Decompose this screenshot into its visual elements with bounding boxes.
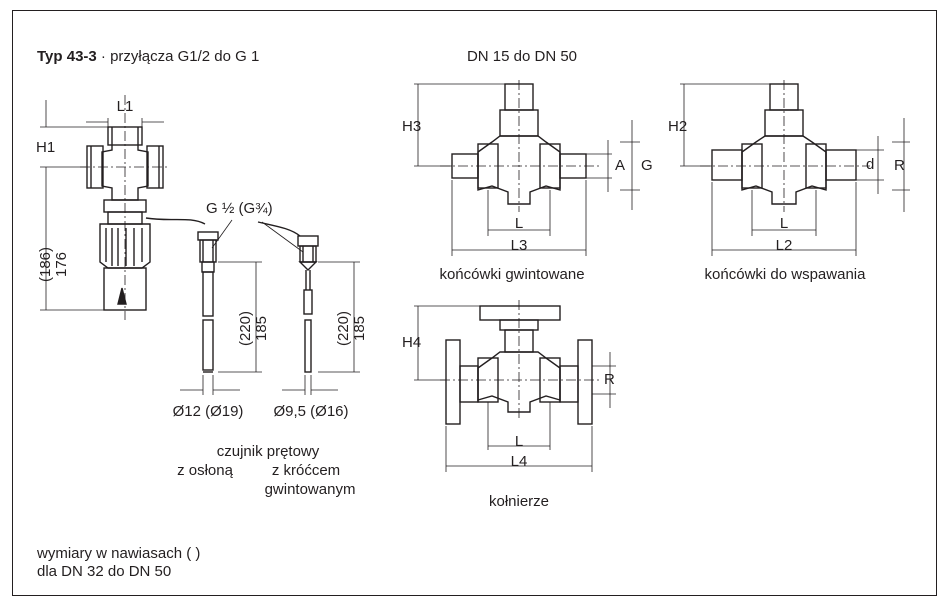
dim-220-a: (220) — [237, 310, 254, 346]
note-line-2: dla DN 32 do DN 50 — [37, 563, 172, 580]
dim-220-b: (220) — [335, 310, 352, 346]
dim-l-threaded: L — [514, 215, 524, 232]
dim-r-weld: R — [894, 157, 905, 174]
caption-flanges: kołnierze — [488, 493, 550, 510]
sensor-caption-b2: gwintowanym — [264, 481, 356, 498]
dim-l2: L2 — [775, 237, 793, 254]
dim-186: (186) — [37, 246, 54, 282]
dim-h4: H4 — [402, 334, 422, 351]
valve-actuator-figure — [40, 95, 206, 320]
valve-flanged-ends — [414, 300, 616, 472]
sensor-with-sheath — [180, 219, 262, 395]
dim-l1: L1 — [116, 98, 134, 115]
dim-h1: H1 — [36, 139, 56, 156]
dim-a: A — [615, 157, 626, 174]
sensor-caption-a: z osłoną — [177, 462, 233, 479]
dim-l4: L4 — [510, 453, 528, 470]
dim-l-flange: L — [514, 433, 524, 450]
dim-l3: L3 — [510, 237, 528, 254]
title-connections: · przyłącza G1/2 do G 1 — [96, 48, 260, 65]
dim-h3: H3 — [402, 118, 422, 135]
dim-g: G — [641, 157, 653, 174]
note-line-1: wymiary w nawiasach ( ) — [37, 545, 201, 562]
figure-title: Typ 43-3 · przyłącza G1/2 do G 1 — [37, 48, 259, 65]
caption-threaded-ends: końcówki gwintowane — [439, 266, 585, 283]
drawing-frame — [12, 10, 937, 596]
title-type: Typ 43-3 — [37, 48, 97, 65]
dim-176: 176 — [53, 251, 70, 277]
valve-threaded-ends — [414, 80, 640, 256]
dia-sensor-a: Ø12 (Ø19) — [172, 403, 244, 420]
dim-height-actuator: (186) 176 — [37, 246, 70, 282]
thread-label: G ½ (G¾) — [206, 200, 273, 217]
sensor-caption-b: z króćcem — [271, 462, 341, 479]
sensor-caption-title: czujnik prętowy — [216, 443, 320, 460]
dim-sensor-a-length: (220) 185 — [237, 310, 270, 346]
caption-weld-ends: końcówki do wspawania — [704, 266, 866, 283]
valve-weld-ends — [680, 80, 910, 256]
dim-l-weld: L — [779, 215, 789, 232]
dim-185-a: 185 — [253, 315, 270, 341]
dim-185-b: 185 — [351, 315, 368, 341]
dia-sensor-b: Ø9,5 (Ø16) — [273, 403, 349, 420]
dim-h2: H2 — [668, 118, 688, 135]
sensor-with-threaded-socket — [257, 221, 360, 395]
dim-d: d — [866, 156, 875, 173]
dim-sensor-b-length: (220) 185 — [335, 310, 368, 346]
dn-range-label: DN 15 do DN 50 — [466, 48, 578, 65]
dim-r-flange: R — [604, 371, 615, 388]
